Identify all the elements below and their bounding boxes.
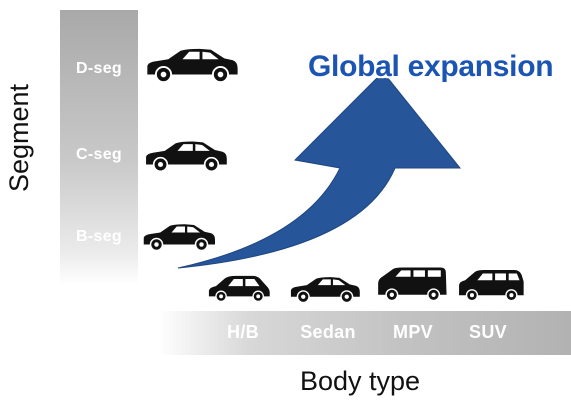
body-type-label-sedan: Sedan bbox=[300, 322, 356, 342]
mpv-icon bbox=[378, 267, 447, 302]
segment-label-d: D-seg bbox=[76, 60, 122, 77]
x-axis-title: Body type bbox=[299, 366, 421, 396]
segment-label-b: B-seg bbox=[76, 228, 122, 245]
d-seg-sedan-icon bbox=[147, 48, 238, 84]
b-seg-sedan-icon bbox=[143, 224, 215, 252]
segment-label-c: C-seg bbox=[76, 146, 122, 163]
body-type-label-suv: SUV bbox=[469, 322, 507, 342]
suv-icon bbox=[459, 270, 524, 302]
global-expansion-label: Global expansion bbox=[308, 50, 554, 83]
sedan-icon bbox=[290, 277, 360, 304]
segment-axis-bar bbox=[60, 10, 138, 285]
hatchback-icon bbox=[208, 275, 270, 303]
body-type-axis-bar bbox=[158, 311, 571, 355]
c-seg-sedan-icon bbox=[146, 141, 227, 173]
body-type-label-hb: H/B bbox=[227, 322, 259, 342]
body-type-label-mpv: MPV bbox=[393, 322, 433, 342]
